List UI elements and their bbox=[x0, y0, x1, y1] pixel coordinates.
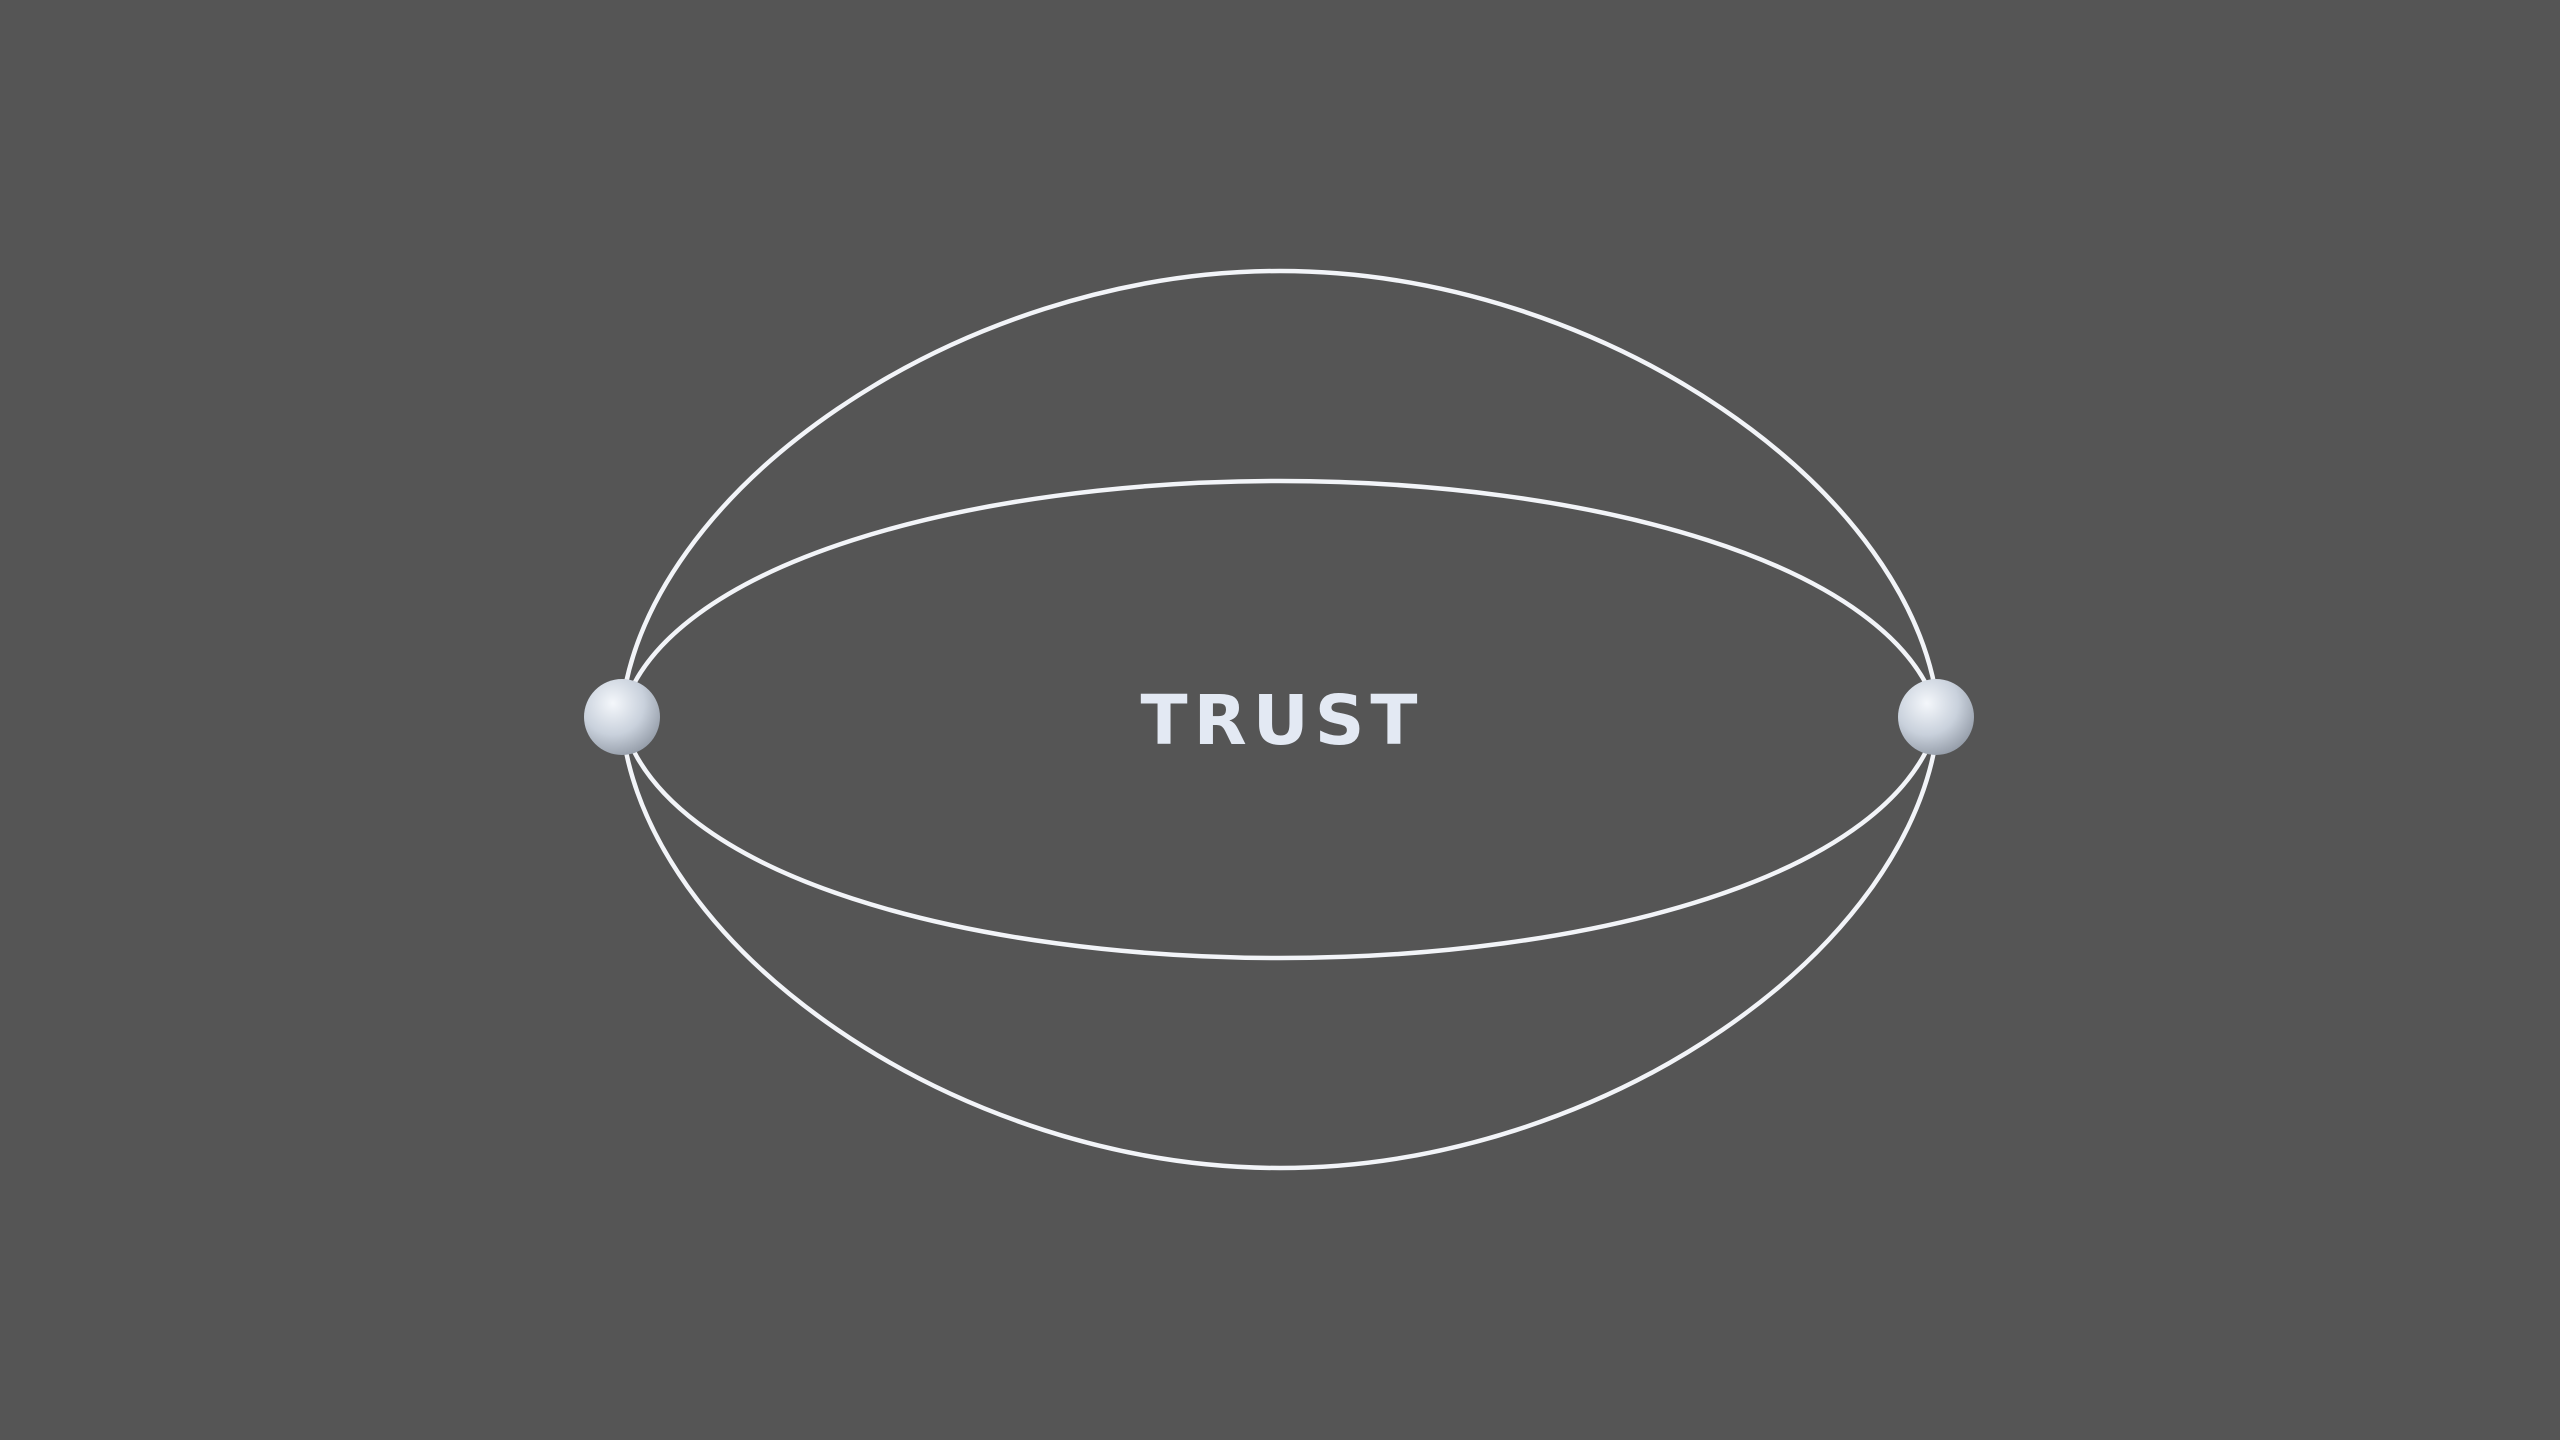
right-node bbox=[1898, 679, 1974, 755]
inner-bottom-arc bbox=[618, 716, 1942, 961]
outer-bottom-arc bbox=[618, 716, 1942, 1171]
outer-top-arc bbox=[618, 268, 1942, 718]
center-label: TRUST bbox=[1141, 681, 1424, 761]
left-node bbox=[584, 679, 660, 755]
inner-top-arc bbox=[618, 478, 1942, 718]
